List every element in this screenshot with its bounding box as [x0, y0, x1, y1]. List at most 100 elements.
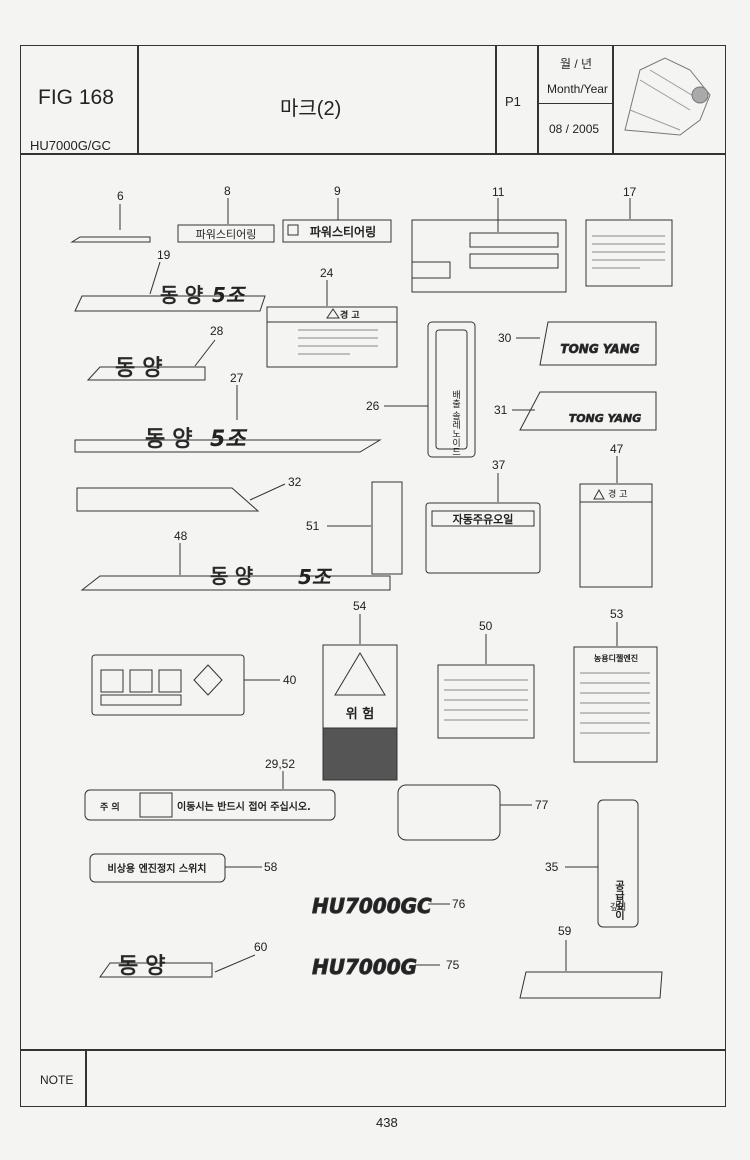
part-50-text-lines — [444, 679, 528, 721]
callout-58: 58 — [264, 860, 278, 874]
callout-30: 30 — [498, 331, 512, 345]
part-60-logo: 동 양 — [118, 954, 165, 979]
part-50-plate — [437, 664, 535, 739]
footer-top-line — [20, 1049, 726, 1051]
callout-17: 17 — [623, 185, 637, 199]
callout-32: 32 — [288, 475, 302, 489]
part-48-five-rows: 5조 — [298, 565, 333, 589]
part-59-strip — [519, 971, 663, 999]
header-divider-2 — [495, 45, 497, 154]
page-frame — [20, 45, 726, 1107]
leader-19 — [149, 261, 161, 295]
part-8-decal — [177, 224, 275, 243]
callout-37: 37 — [492, 458, 506, 472]
part-40-key-1 — [100, 669, 124, 693]
header-divider-4 — [612, 45, 614, 154]
leader-60 — [214, 954, 256, 973]
part-58-plate — [89, 853, 226, 883]
part-40-key-3 — [158, 669, 182, 693]
page-number: 438 — [376, 1115, 398, 1130]
part-27-logo: 동 양 — [145, 427, 192, 452]
figure-title: FIG 168 — [38, 86, 114, 109]
part-28-logo: 동 양 — [115, 356, 162, 381]
part-48-logo: 동 양 — [210, 564, 253, 588]
part-35-plate — [597, 799, 639, 928]
part-11-cutout — [412, 261, 451, 279]
callout-53: 53 — [610, 607, 624, 621]
part-9-decal — [282, 219, 392, 243]
model-name: HU7000G/GC — [30, 138, 111, 153]
part-47-warning — [579, 483, 653, 588]
part-47-warning-icon — [593, 488, 605, 500]
leader-32 — [249, 483, 286, 501]
callout-31: 31 — [494, 403, 508, 417]
part-31-brand: TONG YANG — [569, 412, 642, 425]
callout-26: 26 — [366, 399, 380, 413]
callout-8: 8 — [224, 184, 231, 198]
note-label: NOTE — [40, 1073, 74, 1087]
callout-9: 9 — [334, 184, 341, 198]
part-77-plate — [397, 784, 501, 841]
part-40-panel — [91, 654, 245, 716]
part-26-inner — [435, 329, 468, 450]
part-17-text-lines — [592, 235, 665, 269]
part-2952-label: 주 의 — [100, 801, 120, 813]
part-35-text: 공급깊이 — [613, 880, 625, 921]
callout-75: 75 — [446, 958, 460, 972]
month-year-english: Month/Year — [547, 82, 608, 96]
callout-60: 60 — [254, 940, 268, 954]
part-37-plate — [425, 502, 541, 574]
part-24-text-lines — [298, 329, 378, 355]
callout-77: 77 — [535, 798, 549, 812]
part-9-text: 파워스티어링 — [310, 224, 376, 239]
callout-47: 47 — [610, 442, 624, 456]
part-47-title: 경 고 — [608, 488, 627, 500]
header-divider-3 — [537, 45, 539, 154]
part-17-plate — [585, 219, 673, 287]
callout-28: 28 — [210, 324, 224, 338]
callout-35: 35 — [545, 860, 559, 874]
part-28-base — [86, 366, 206, 381]
part-9-checkbox — [287, 224, 299, 236]
part-31-decal — [519, 391, 657, 431]
part-2952-caution — [84, 789, 336, 821]
part-58-text: 비상용 엔진정지 스위치 — [108, 862, 207, 875]
part-53-text-lines — [580, 672, 650, 734]
part-32-strip — [76, 487, 260, 512]
callout-76: 76 — [452, 897, 466, 911]
part-54-danger-icon — [334, 652, 386, 696]
callout-19: 19 — [157, 248, 171, 262]
part-54-pictogram — [322, 727, 398, 781]
callout-54: 54 — [353, 599, 367, 613]
part-19-logo: 동 양 — [160, 283, 203, 307]
callout-11: 11 — [492, 185, 505, 199]
callout-59: 59 — [558, 924, 572, 938]
part-24-title: 경 고 — [340, 309, 360, 321]
part-35-depth: 깊이 — [610, 901, 627, 913]
issue-date: 08 / 2005 — [549, 122, 600, 136]
leader-28 — [194, 339, 216, 367]
part-26-panel — [427, 321, 476, 458]
part-60-base — [99, 962, 213, 978]
callout-24: 24 — [320, 266, 334, 280]
part-40-label-row — [100, 694, 182, 706]
header-bottom-line — [20, 153, 726, 155]
header-divider-1 — [137, 45, 139, 154]
part-53-title: 농용디젤엔진 — [594, 653, 638, 663]
part-2952-pictogram — [139, 792, 173, 818]
part-76-model: HU7000GC — [312, 894, 432, 918]
part-27-stripe — [74, 439, 382, 453]
part-26-text: 배출 솔레노이드 — [450, 390, 460, 456]
part-11-field-top — [469, 232, 559, 248]
month-year-korean: 월 / 년 — [560, 57, 593, 71]
callout-27: 27 — [230, 371, 244, 385]
header-date-line — [537, 103, 613, 104]
callout-40: 40 — [283, 673, 297, 687]
part-75-model: HU7000G — [312, 955, 417, 979]
part-54-title: 위 험 — [346, 706, 374, 722]
part-51-plate — [371, 481, 403, 575]
part-27-five-rows: 5조 — [210, 427, 248, 452]
callout-6: 6 — [117, 189, 124, 203]
callout-2952: 29,52 — [265, 757, 295, 771]
